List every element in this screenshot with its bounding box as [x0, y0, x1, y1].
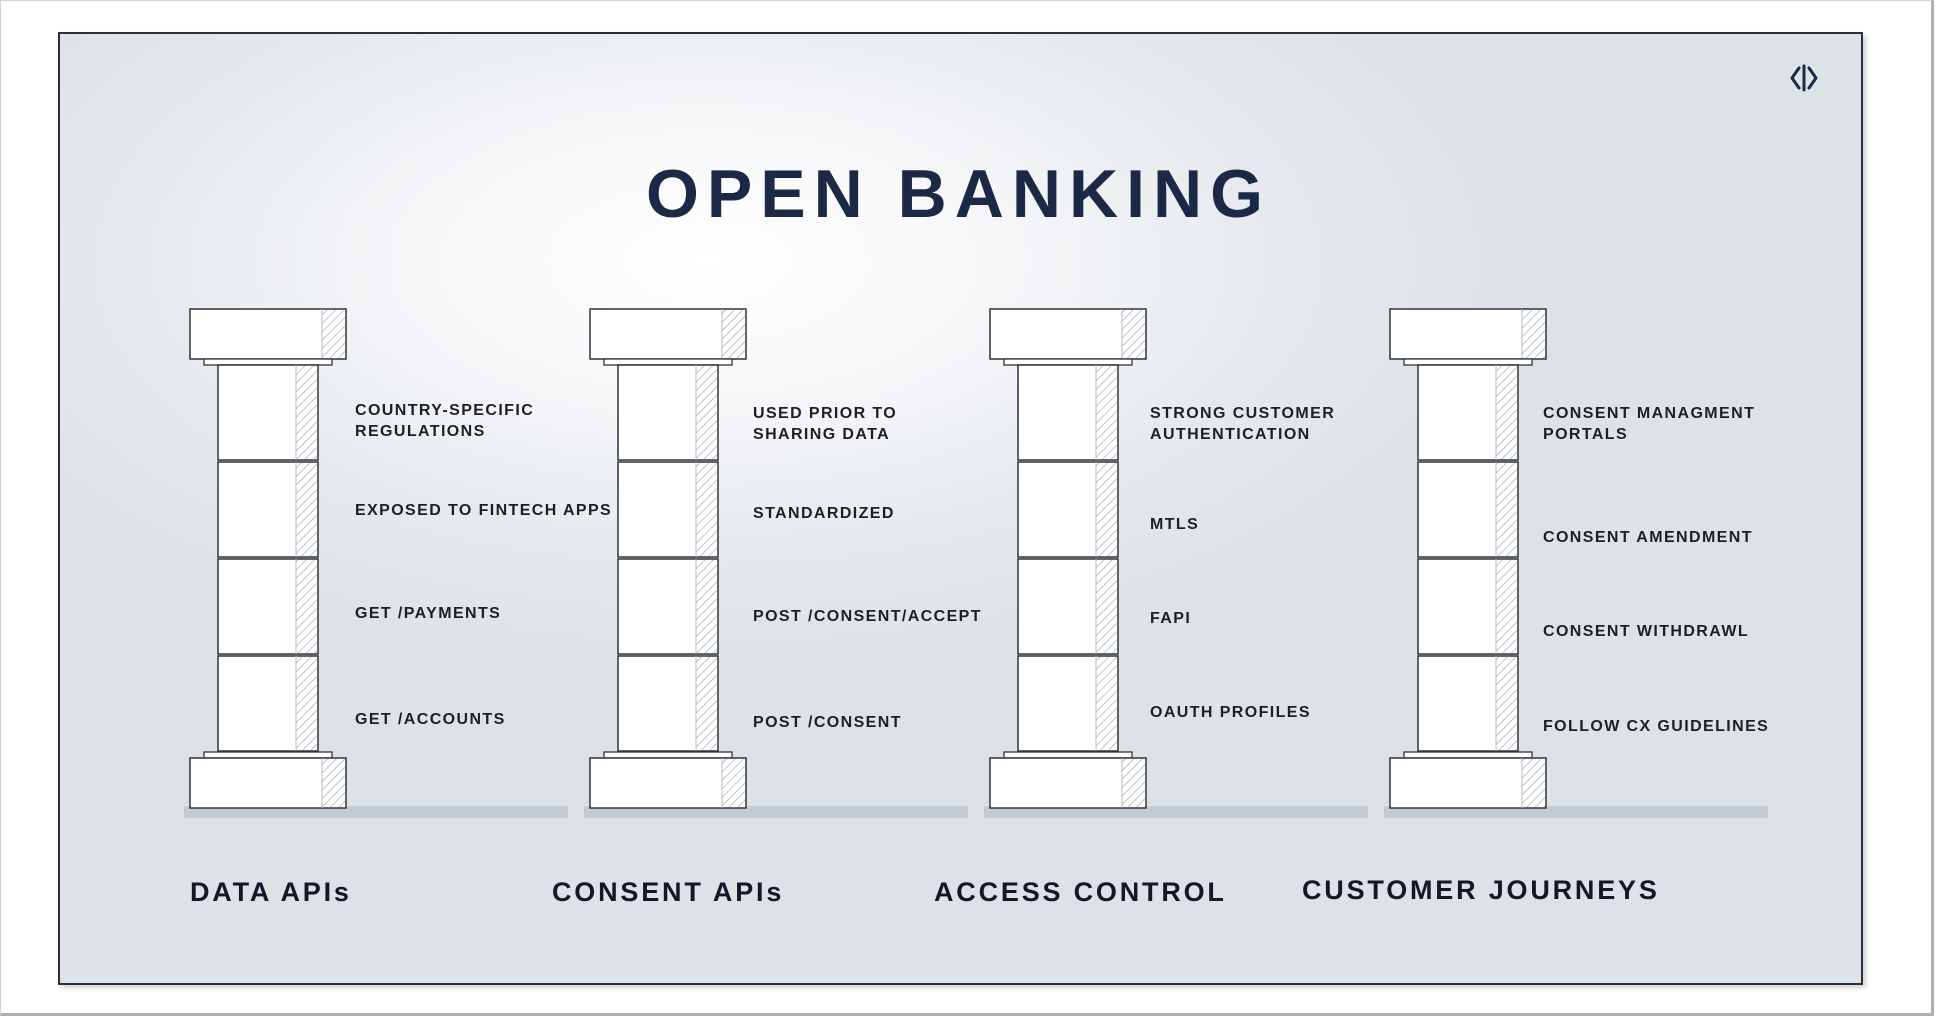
pillar-capital	[1389, 308, 1547, 360]
pillar-base-shade	[1122, 759, 1145, 807]
pillar-shaft-segment-shade	[1096, 560, 1117, 653]
pillar-2	[584, 308, 968, 818]
pillar-feature-label: COUNTRY-SPECIFIC REGULATIONS	[355, 402, 535, 440]
pillar-feature-label: GET /ACCOUNTS	[355, 711, 506, 728]
pillar-ground	[984, 806, 1368, 818]
pillar-shaft-segment-shade	[1096, 463, 1117, 556]
pillar-feature-label: USED PRIOR TO SHARING DATA	[753, 405, 898, 443]
slide-panel	[58, 32, 1863, 985]
pillar-name: DATA APIs	[190, 877, 352, 907]
pillar-shaft-segment-shade	[696, 657, 717, 750]
pillar-feature-label: MTLS	[1150, 516, 1200, 533]
pillar-base-collar	[203, 751, 333, 759]
pillar-name: ACCESS CONTROL	[934, 877, 1227, 907]
pillar-capital-shade	[1122, 310, 1145, 358]
pillar-shaft-segment-shade	[296, 366, 317, 459]
pillar-feature-label: CONSENT WITHDRAWL	[1543, 623, 1750, 640]
pillar-base-collar	[1003, 751, 1133, 759]
pillar-base-shade	[722, 759, 745, 807]
pillar-shaft-segment-shade	[1096, 366, 1117, 459]
pillar-shaft-segment-shade	[696, 366, 717, 459]
pillar-capital	[589, 308, 747, 360]
pillar-capital-collar	[1003, 358, 1133, 366]
pillar-shaft-segment-shade	[1496, 463, 1517, 556]
pillar-capital-shade	[722, 310, 745, 358]
pillar-feature-label: FOLLOW CX GUIDELINES	[1543, 718, 1770, 735]
pillar-3	[984, 308, 1368, 818]
pillar-base-shade	[1522, 759, 1545, 807]
pillar-base-shade	[322, 759, 345, 807]
pillar-shaft-segment-shade	[1496, 560, 1517, 653]
pillar-shaft-segment-shade	[1496, 366, 1517, 459]
pillar-shaft-segment-shade	[696, 560, 717, 653]
pillar-feature-label: CONSENT AMENDMENT	[1543, 529, 1753, 546]
code-brackets-logo-icon	[1790, 64, 1818, 92]
pillar-base	[1389, 757, 1547, 809]
pillar-base	[589, 757, 747, 809]
pillar-capital-collar	[1403, 358, 1533, 366]
pillar-4	[1384, 308, 1768, 818]
pillar-capital-shade	[1522, 310, 1545, 358]
pillar-feature-label: CONSENT MANAGMENT PORTALS	[1543, 405, 1756, 443]
pillar-feature-label: STRONG CUSTOMER AUTHENTICATION	[1150, 405, 1336, 443]
pillar-feature-label: EXPOSED TO FINTECH APPS	[355, 502, 613, 519]
pillar-base-collar	[603, 751, 733, 759]
diagram-title: OPEN BANKING	[646, 156, 1271, 232]
pillar-name: CUSTOMER JOURNEYS	[1302, 875, 1660, 905]
pillar-base	[989, 757, 1147, 809]
pillar-capital	[989, 308, 1147, 360]
pillar-feature-label: FAPI	[1150, 610, 1192, 627]
pillar-feature-label: GET /PAYMENTS	[355, 605, 502, 622]
pillar-feature-label: POST /CONSENT/ACCEPT	[753, 608, 982, 625]
pillar-shaft-segment-shade	[696, 463, 717, 556]
pillar-base-collar	[1403, 751, 1533, 759]
pillar-shaft-segment-shade	[296, 657, 317, 750]
pillar-feature-label: STANDARDIZED	[753, 505, 895, 522]
pillar-ground	[584, 806, 968, 818]
pillar-shaft-segment-shade	[1496, 657, 1517, 750]
pillar-capital-shade	[322, 310, 345, 358]
pillar-ground	[184, 806, 568, 818]
pillar-base	[189, 757, 347, 809]
pillar-shaft-segment-shade	[296, 463, 317, 556]
pillar-shaft-segment-shade	[296, 560, 317, 653]
pillar-shaft-segment-shade	[1096, 657, 1117, 750]
pillar-ground	[1384, 806, 1768, 818]
pillar-capital-collar	[603, 358, 733, 366]
pillar-name: CONSENT APIs	[552, 877, 785, 907]
pillar-feature-label: OAUTH PROFILES	[1150, 704, 1311, 721]
pillar-1	[184, 308, 568, 818]
pillar-feature-label: POST /CONSENT	[753, 714, 902, 731]
pillar-capital-collar	[203, 358, 333, 366]
